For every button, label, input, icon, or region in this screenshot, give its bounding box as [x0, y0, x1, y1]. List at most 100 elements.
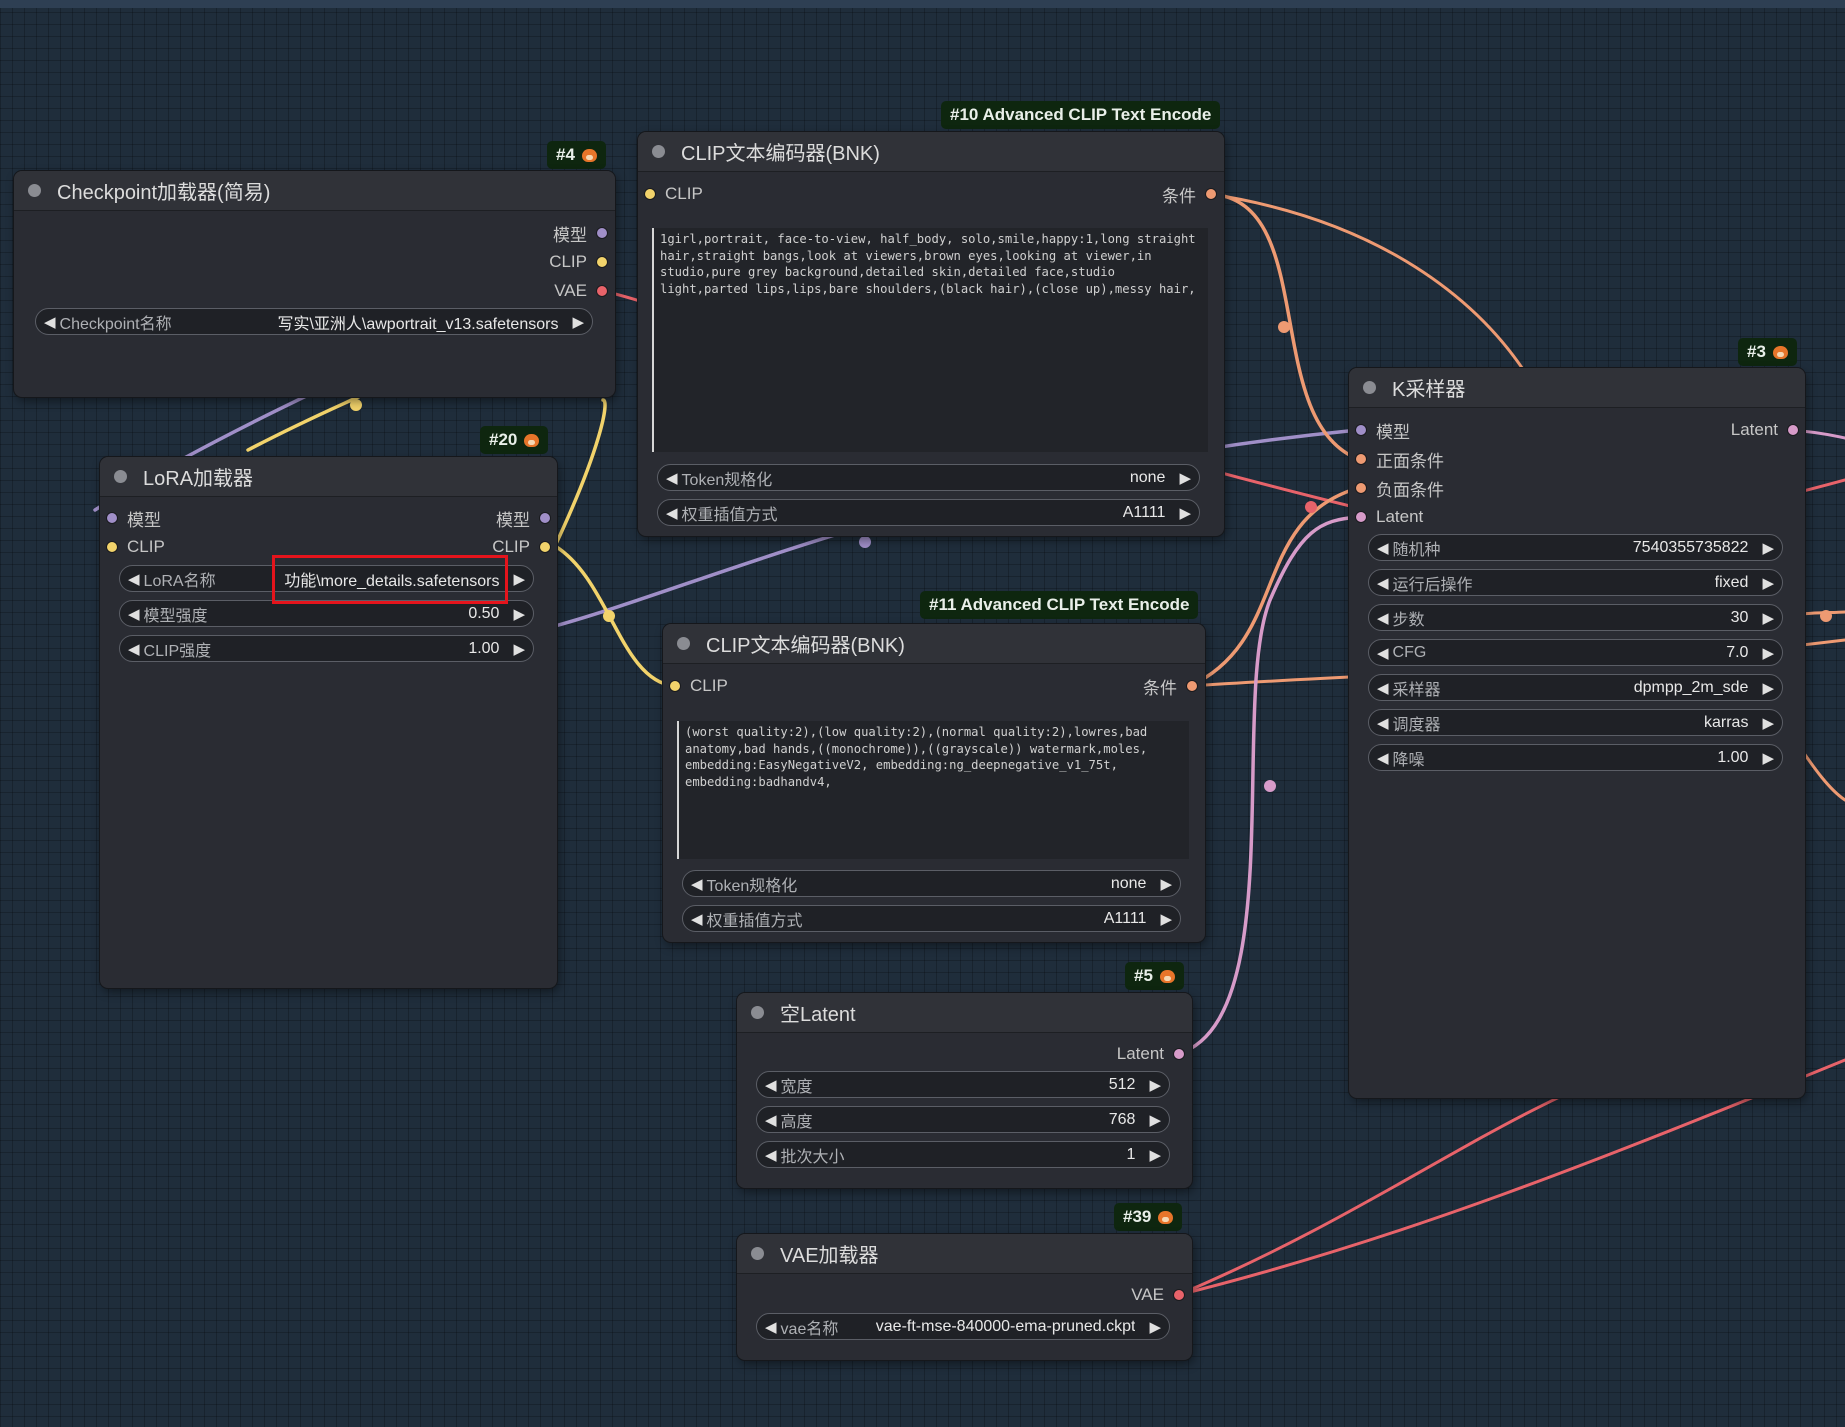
collapse-dot-icon[interactable]	[751, 1247, 764, 1260]
prompt-textarea[interactable]: 1girl,portrait, face-to-view, half_body,…	[652, 228, 1208, 452]
slot-dot-icon[interactable]	[1356, 425, 1366, 435]
arrow-right-icon[interactable]: ▶	[513, 605, 525, 623]
node-vae-loader[interactable]: VAE加载器 VAE ◀ vae名称 vae-ft-mse-840000-ema…	[737, 1234, 1192, 1360]
output-slot-vae[interactable]: VAE	[1131, 1284, 1184, 1306]
arrow-right-icon[interactable]: ▶	[1149, 1318, 1161, 1336]
arrow-left-icon[interactable]: ◀	[1377, 574, 1389, 592]
arrow-left-icon[interactable]: ◀	[765, 1111, 777, 1129]
slot-dot-icon[interactable]	[1174, 1290, 1184, 1300]
node-lora-loader[interactable]: LoRA加载器 模型 CLIP 模型 CLIP ◀ LoRA名称 功能\more…	[100, 457, 557, 988]
input-slot-negative[interactable]: 负面条件	[1356, 477, 1444, 500]
slot-dot-icon[interactable]	[670, 681, 680, 691]
lora-name-combo[interactable]: ◀ LoRA名称 功能\more_details.safetensors ▶	[119, 565, 534, 592]
slot-dot-icon[interactable]	[1187, 681, 1197, 691]
input-slot-positive[interactable]: 正面条件	[1356, 448, 1444, 471]
steps-number[interactable]: ◀ 步数 30 ▶	[1368, 604, 1783, 631]
collapse-dot-icon[interactable]	[677, 637, 690, 650]
arrow-right-icon[interactable]: ▶	[1160, 875, 1172, 893]
node-clip-text-encode-positive[interactable]: CLIP文本编码器(BNK) CLIP 条件 1girl,portrait, f…	[638, 132, 1224, 536]
arrow-right-icon[interactable]: ▶	[1149, 1076, 1161, 1094]
arrow-left-icon[interactable]: ◀	[1377, 679, 1389, 697]
batch-size-number[interactable]: ◀ 批次大小 1 ▶	[756, 1141, 1170, 1168]
node-header[interactable]: Checkpoint加载器(简易)	[14, 171, 615, 211]
node-header[interactable]: CLIP文本编码器(BNK)	[663, 624, 1205, 664]
output-slot-conditioning[interactable]: 条件	[1143, 675, 1197, 698]
weight-interpretation-combo[interactable]: ◀ 权重插值方式 A1111 ▶	[657, 499, 1200, 526]
output-slot-clip[interactable]: CLIP	[492, 536, 550, 558]
input-slot-clip[interactable]: CLIP	[107, 536, 165, 558]
slot-dot-icon[interactable]	[597, 286, 607, 296]
height-number[interactable]: ◀ 高度 768 ▶	[756, 1106, 1170, 1133]
width-number[interactable]: ◀ 宽度 512 ▶	[756, 1071, 1170, 1098]
arrow-right-icon[interactable]: ▶	[1149, 1146, 1161, 1164]
arrow-left-icon[interactable]: ◀	[765, 1076, 777, 1094]
slot-dot-icon[interactable]	[597, 228, 607, 238]
arrow-right-icon[interactable]: ▶	[1762, 644, 1774, 662]
collapse-dot-icon[interactable]	[1363, 381, 1376, 394]
control-after-generate-combo[interactable]: ◀ 运行后操作 fixed ▶	[1368, 569, 1783, 596]
arrow-right-icon[interactable]: ▶	[1149, 1111, 1161, 1129]
output-slot-latent[interactable]: Latent	[1117, 1043, 1184, 1065]
node-checkpoint-loader[interactable]: Checkpoint加载器(简易) 模型 CLIP VAE ◀ Checkpoi…	[14, 171, 615, 397]
lora-model-strength[interactable]: ◀ 模型强度 0.50 ▶	[119, 600, 534, 627]
arrow-left-icon[interactable]: ◀	[691, 910, 703, 928]
arrow-left-icon[interactable]: ◀	[691, 875, 703, 893]
arrow-right-icon[interactable]: ▶	[1179, 469, 1191, 487]
slot-dot-icon[interactable]	[1174, 1049, 1184, 1059]
input-slot-model[interactable]: 模型	[1356, 419, 1410, 442]
input-slot-clip[interactable]: CLIP	[645, 183, 703, 205]
arrow-right-icon[interactable]: ▶	[513, 640, 525, 658]
slot-dot-icon[interactable]	[540, 513, 550, 523]
cfg-number[interactable]: ◀ CFG 7.0 ▶	[1368, 639, 1783, 666]
output-slot-clip[interactable]: CLIP	[549, 251, 607, 273]
sampler-name-combo[interactable]: ◀ 采样器 dpmpp_2m_sde ▶	[1368, 674, 1783, 701]
arrow-left-icon[interactable]: ◀	[44, 313, 56, 331]
arrow-left-icon[interactable]: ◀	[666, 504, 678, 522]
slot-dot-icon[interactable]	[1356, 483, 1366, 493]
node-clip-text-encode-negative[interactable]: CLIP文本编码器(BNK) CLIP 条件 (worst quality:2)…	[663, 624, 1205, 942]
slot-dot-icon[interactable]	[540, 542, 550, 552]
slot-dot-icon[interactable]	[1356, 454, 1366, 464]
arrow-left-icon[interactable]: ◀	[128, 640, 140, 658]
arrow-right-icon[interactable]: ▶	[1762, 749, 1774, 767]
input-slot-clip[interactable]: CLIP	[670, 675, 728, 697]
lora-clip-strength[interactable]: ◀ CLIP强度 1.00 ▶	[119, 635, 534, 662]
slot-dot-icon[interactable]	[1788, 425, 1798, 435]
arrow-left-icon[interactable]: ◀	[1377, 749, 1389, 767]
arrow-right-icon[interactable]: ▶	[1762, 609, 1774, 627]
node-header[interactable]: LoRA加载器	[100, 457, 557, 497]
arrow-left-icon[interactable]: ◀	[128, 605, 140, 623]
output-slot-model[interactable]: 模型	[496, 507, 550, 530]
input-slot-model[interactable]: 模型	[107, 507, 161, 530]
node-header[interactable]: K采样器	[1349, 368, 1805, 408]
prompt-textarea[interactable]: (worst quality:2),(low quality:2),(norma…	[677, 721, 1189, 859]
weight-interpretation-combo[interactable]: ◀ 权重插值方式 A1111 ▶	[682, 905, 1181, 932]
arrow-right-icon[interactable]: ▶	[1762, 574, 1774, 592]
output-slot-model[interactable]: 模型	[553, 222, 607, 245]
arrow-left-icon[interactable]: ◀	[666, 469, 678, 487]
input-slot-latent[interactable]: Latent	[1356, 506, 1423, 528]
output-slot-conditioning[interactable]: 条件	[1162, 183, 1216, 206]
arrow-right-icon[interactable]: ▶	[572, 313, 584, 331]
collapse-dot-icon[interactable]	[751, 1006, 764, 1019]
arrow-left-icon[interactable]: ◀	[765, 1146, 777, 1164]
denoise-number[interactable]: ◀ 降噪 1.00 ▶	[1368, 744, 1783, 771]
arrow-left-icon[interactable]: ◀	[1377, 644, 1389, 662]
arrow-right-icon[interactable]: ▶	[1179, 504, 1191, 522]
node-ksampler[interactable]: K采样器 模型 正面条件 负面条件 Latent Latent ◀ 随机种 75…	[1349, 368, 1805, 1098]
scheduler-combo[interactable]: ◀ 调度器 karras ▶	[1368, 709, 1783, 736]
slot-dot-icon[interactable]	[107, 542, 117, 552]
output-slot-vae[interactable]: VAE	[554, 280, 607, 302]
collapse-dot-icon[interactable]	[114, 470, 127, 483]
arrow-left-icon[interactable]: ◀	[128, 570, 140, 588]
node-empty-latent[interactable]: 空Latent Latent ◀ 宽度 512 ▶ ◀ 高度 768 ▶ ◀ 批…	[737, 993, 1192, 1188]
vae-name-combo[interactable]: ◀ vae名称 vae-ft-mse-840000-ema-pruned.ckp…	[756, 1313, 1170, 1340]
seed-number[interactable]: ◀ 随机种 7540355735822 ▶	[1368, 534, 1783, 561]
arrow-right-icon[interactable]: ▶	[1160, 910, 1172, 928]
arrow-right-icon[interactable]: ▶	[1762, 539, 1774, 557]
token-normalization-combo[interactable]: ◀ Token规格化 none ▶	[682, 870, 1181, 897]
arrow-right-icon[interactable]: ▶	[513, 570, 525, 588]
collapse-dot-icon[interactable]	[652, 145, 665, 158]
output-slot-latent[interactable]: Latent	[1731, 419, 1798, 441]
slot-dot-icon[interactable]	[107, 513, 117, 523]
